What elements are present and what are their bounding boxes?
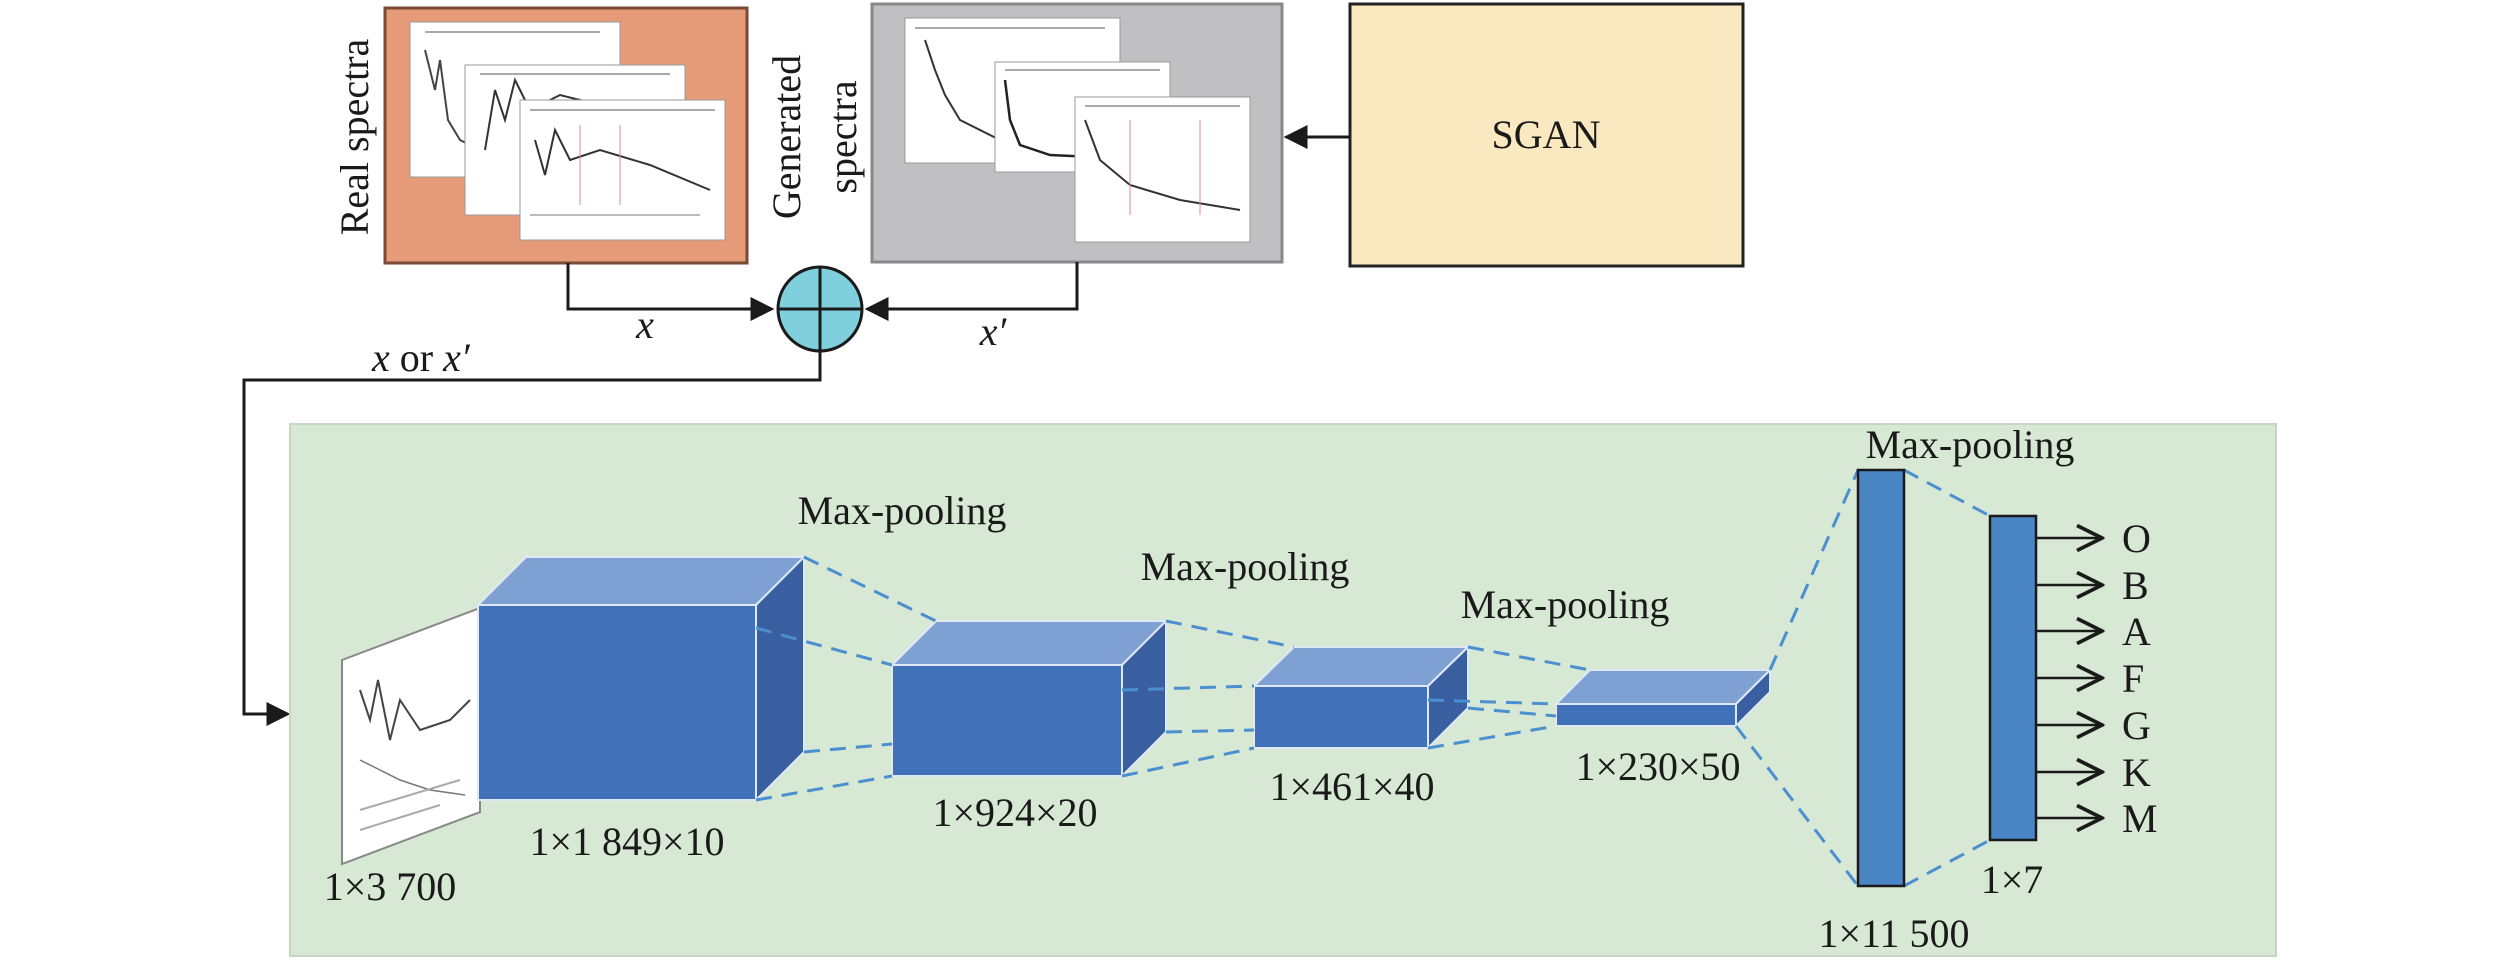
dash-b4-fc1-bot	[1734, 725, 1860, 887]
x-or-x-prime-label: x or x′	[371, 335, 471, 380]
sum-to-cnn-connector	[242, 351, 822, 726]
conv-block-1	[475, 554, 807, 803]
class-label-k: K	[2122, 750, 2151, 795]
x-or-part-x-prime: x′	[442, 335, 471, 380]
dash-b3-b4-mid	[1427, 698, 1557, 706]
conv-block-4-front	[1555, 703, 1737, 727]
dash-b3-b4-top	[1467, 645, 1591, 672]
dash-fc1-fc2-bot	[1903, 838, 1991, 888]
conv-block-3	[1251, 644, 1471, 751]
conv-block-2-front	[891, 664, 1123, 777]
x-or-part-x: x	[371, 335, 390, 380]
dash-b1-b2-mid	[755, 626, 893, 667]
conv-block-2-top	[889, 620, 1169, 666]
maxpool-label-3: Max-pooling	[1461, 582, 1670, 627]
conv-block-1-front	[477, 604, 757, 801]
real-spectrum-thumbnail-3	[519, 99, 726, 241]
class-label-f: F	[2122, 656, 2144, 701]
conv-block-2-dim: 1×924×20	[932, 790, 1097, 835]
real-spectra-label: Real spectra	[332, 38, 377, 235]
x-label: x	[635, 302, 654, 347]
class-label-g: G	[2122, 703, 2151, 748]
maxpool-label-4: Max-pooling	[1866, 422, 2075, 467]
dash-b2-b3-low	[1165, 728, 1255, 734]
conv-block-4	[1553, 667, 1773, 729]
fc-layer-1	[1856, 468, 1906, 888]
output-arrows	[2036, 538, 2102, 818]
dash-fc1-fc2-top	[1903, 468, 1991, 518]
dash-b2-b3-mid	[1121, 684, 1255, 692]
fc-layer-2-dim: 1×7	[1981, 857, 2044, 902]
generated-spectra-panel	[870, 2, 1284, 264]
class-label-o: O	[2122, 516, 2151, 561]
conv-block-2	[889, 618, 1169, 779]
real-spectra-panel	[383, 6, 749, 265]
maxpool-label-2: Max-pooling	[1141, 544, 1350, 589]
generated-spectra-label-line1: Generated	[764, 55, 809, 219]
dash-b3-b4-bot	[1427, 724, 1557, 750]
generated-spectra-label-line2: spectra	[820, 80, 865, 194]
conv-block-3-front	[1253, 685, 1429, 749]
x-prime-label: x′	[979, 309, 1008, 354]
input-spectrum-slab	[341, 606, 481, 866]
dash-b1-b2-low	[803, 742, 893, 754]
generated-to-sum-connector	[864, 262, 1079, 321]
input-dim-label: 1×3 700	[324, 864, 457, 909]
class-label-a: A	[2122, 609, 2151, 654]
conv-block-4-top	[1553, 669, 1773, 705]
sgan-box	[1348, 2, 1745, 268]
dash-b2-b3-top	[1165, 619, 1295, 649]
conv-block-1-top	[475, 556, 807, 606]
dashed-connectors	[755, 468, 1991, 888]
fc-layer-2	[1988, 514, 2038, 842]
real-to-sum-connector	[566, 263, 775, 321]
sum-node	[776, 265, 864, 353]
dash-b3-b4-low	[1467, 706, 1557, 718]
dash-b1-b2-bot	[755, 774, 893, 802]
fc-layer-1-dim: 1×11 500	[1818, 911, 1969, 956]
maxpool-label-1: Max-pooling	[798, 488, 1007, 533]
conv-block-3-dim: 1×461×40	[1269, 764, 1434, 809]
generated-spectrum-thumbnail-3	[1074, 96, 1251, 243]
sgan-label: SGAN	[1492, 112, 1601, 157]
conv-block-4-dim: 1×230×50	[1575, 744, 1740, 789]
x-or-part-or: or	[390, 335, 443, 380]
conv-block-1-dim: 1×1 849×10	[529, 819, 724, 864]
class-label-m: M	[2122, 796, 2158, 841]
dash-b2-b3-bot	[1121, 746, 1255, 778]
class-label-b: B	[2122, 563, 2149, 608]
dash-b4-fc1-top	[1768, 469, 1860, 671]
